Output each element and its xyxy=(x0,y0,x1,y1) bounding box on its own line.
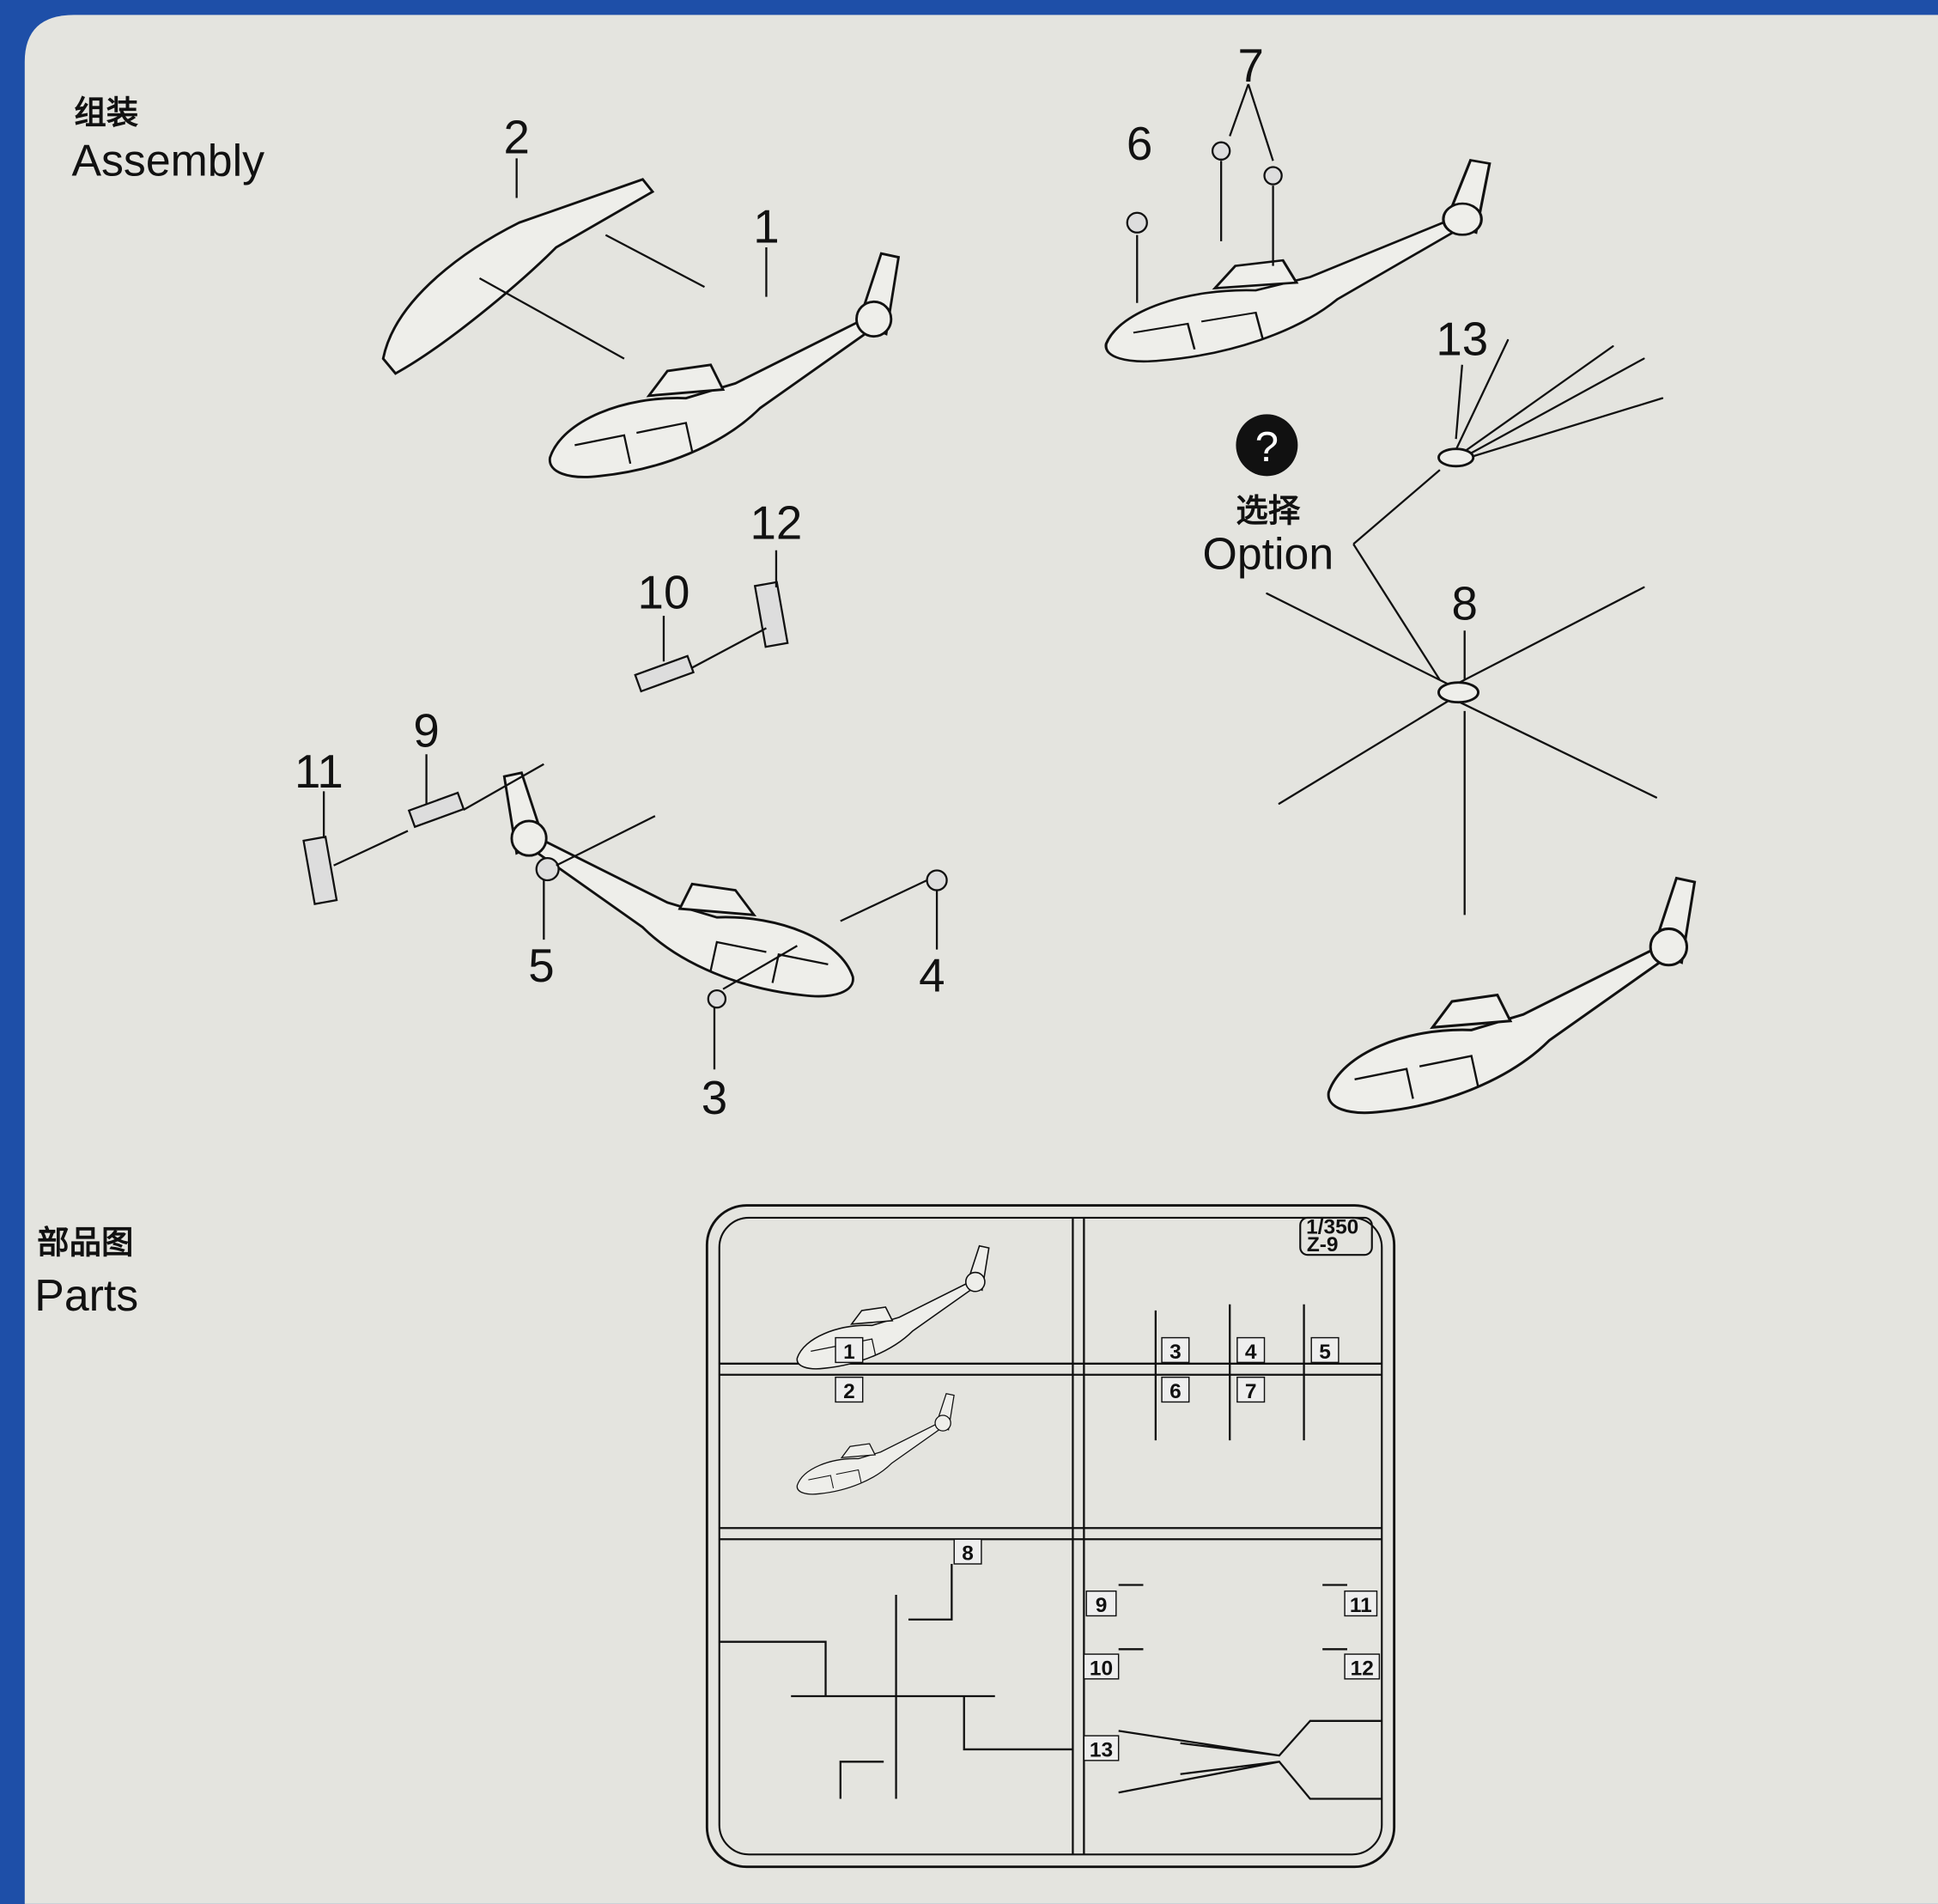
step2-diagram xyxy=(1104,83,1491,363)
sprue-label-7: 7 xyxy=(1245,1380,1257,1403)
parts-title-en: Parts xyxy=(34,1270,138,1320)
step3-diagram xyxy=(302,550,948,1070)
callout-1: 1 xyxy=(753,199,779,252)
option-label-cn: 选择 xyxy=(1236,492,1300,530)
callout-9: 9 xyxy=(413,704,439,757)
callout-12: 12 xyxy=(750,496,803,550)
question-circle-icon xyxy=(1236,414,1298,477)
sheet-background xyxy=(24,15,1938,1904)
sprue-label-6: 6 xyxy=(1169,1380,1182,1403)
option-marker: ? 选择 Option xyxy=(1203,414,1334,578)
callout-13: 13 xyxy=(1436,312,1488,365)
sprue-label-13: 13 xyxy=(1090,1739,1113,1762)
option-label-en: Option xyxy=(1203,528,1334,578)
assembly-title-en: Assembly xyxy=(71,136,264,186)
sprue-label-1: 1 xyxy=(843,1341,855,1364)
sprue-label-8: 8 xyxy=(962,1542,974,1566)
assembly-title-cn: 组装 xyxy=(74,94,138,131)
sprue-label-10: 10 xyxy=(1090,1658,1113,1681)
callout-3: 3 xyxy=(702,1071,727,1124)
callout-7: 7 xyxy=(1237,39,1263,92)
sprue-label-9: 9 xyxy=(1096,1594,1108,1617)
sprue-label-3: 3 xyxy=(1169,1341,1182,1364)
sprue-model: Z-9 xyxy=(1307,1233,1339,1256)
sprue-label-12: 12 xyxy=(1351,1658,1374,1681)
sprue-label-2: 2 xyxy=(843,1380,855,1403)
callout-10: 10 xyxy=(638,565,690,618)
step1-diagram xyxy=(381,158,900,478)
sprue-part-labels: 1 2 3 4 5 6 7 8 9 10 11 12 13 xyxy=(835,1336,1381,1762)
callout-4: 4 xyxy=(919,949,945,1002)
part-2-half xyxy=(381,178,655,375)
callout-6: 6 xyxy=(1127,117,1152,170)
callout-5: 5 xyxy=(528,939,554,992)
parts-title-cn: 部品图 xyxy=(37,1224,133,1262)
sprue-label-5: 5 xyxy=(1319,1341,1331,1364)
parts-sprue: 1/350 Z-9 1 2 3 4 5 6 7 8 9 10 11 12 13 xyxy=(705,1204,1396,1869)
callout-8: 8 xyxy=(1451,576,1477,630)
callout-2: 2 xyxy=(503,111,529,164)
svg-text:?: ? xyxy=(1255,424,1279,471)
sprue-label-4: 4 xyxy=(1245,1341,1257,1364)
callout-11: 11 xyxy=(295,745,343,798)
sprue-label-11: 11 xyxy=(1350,1594,1372,1617)
step4-diagram xyxy=(1266,338,1697,1115)
sprue-scale: 1/350 xyxy=(1306,1216,1358,1239)
